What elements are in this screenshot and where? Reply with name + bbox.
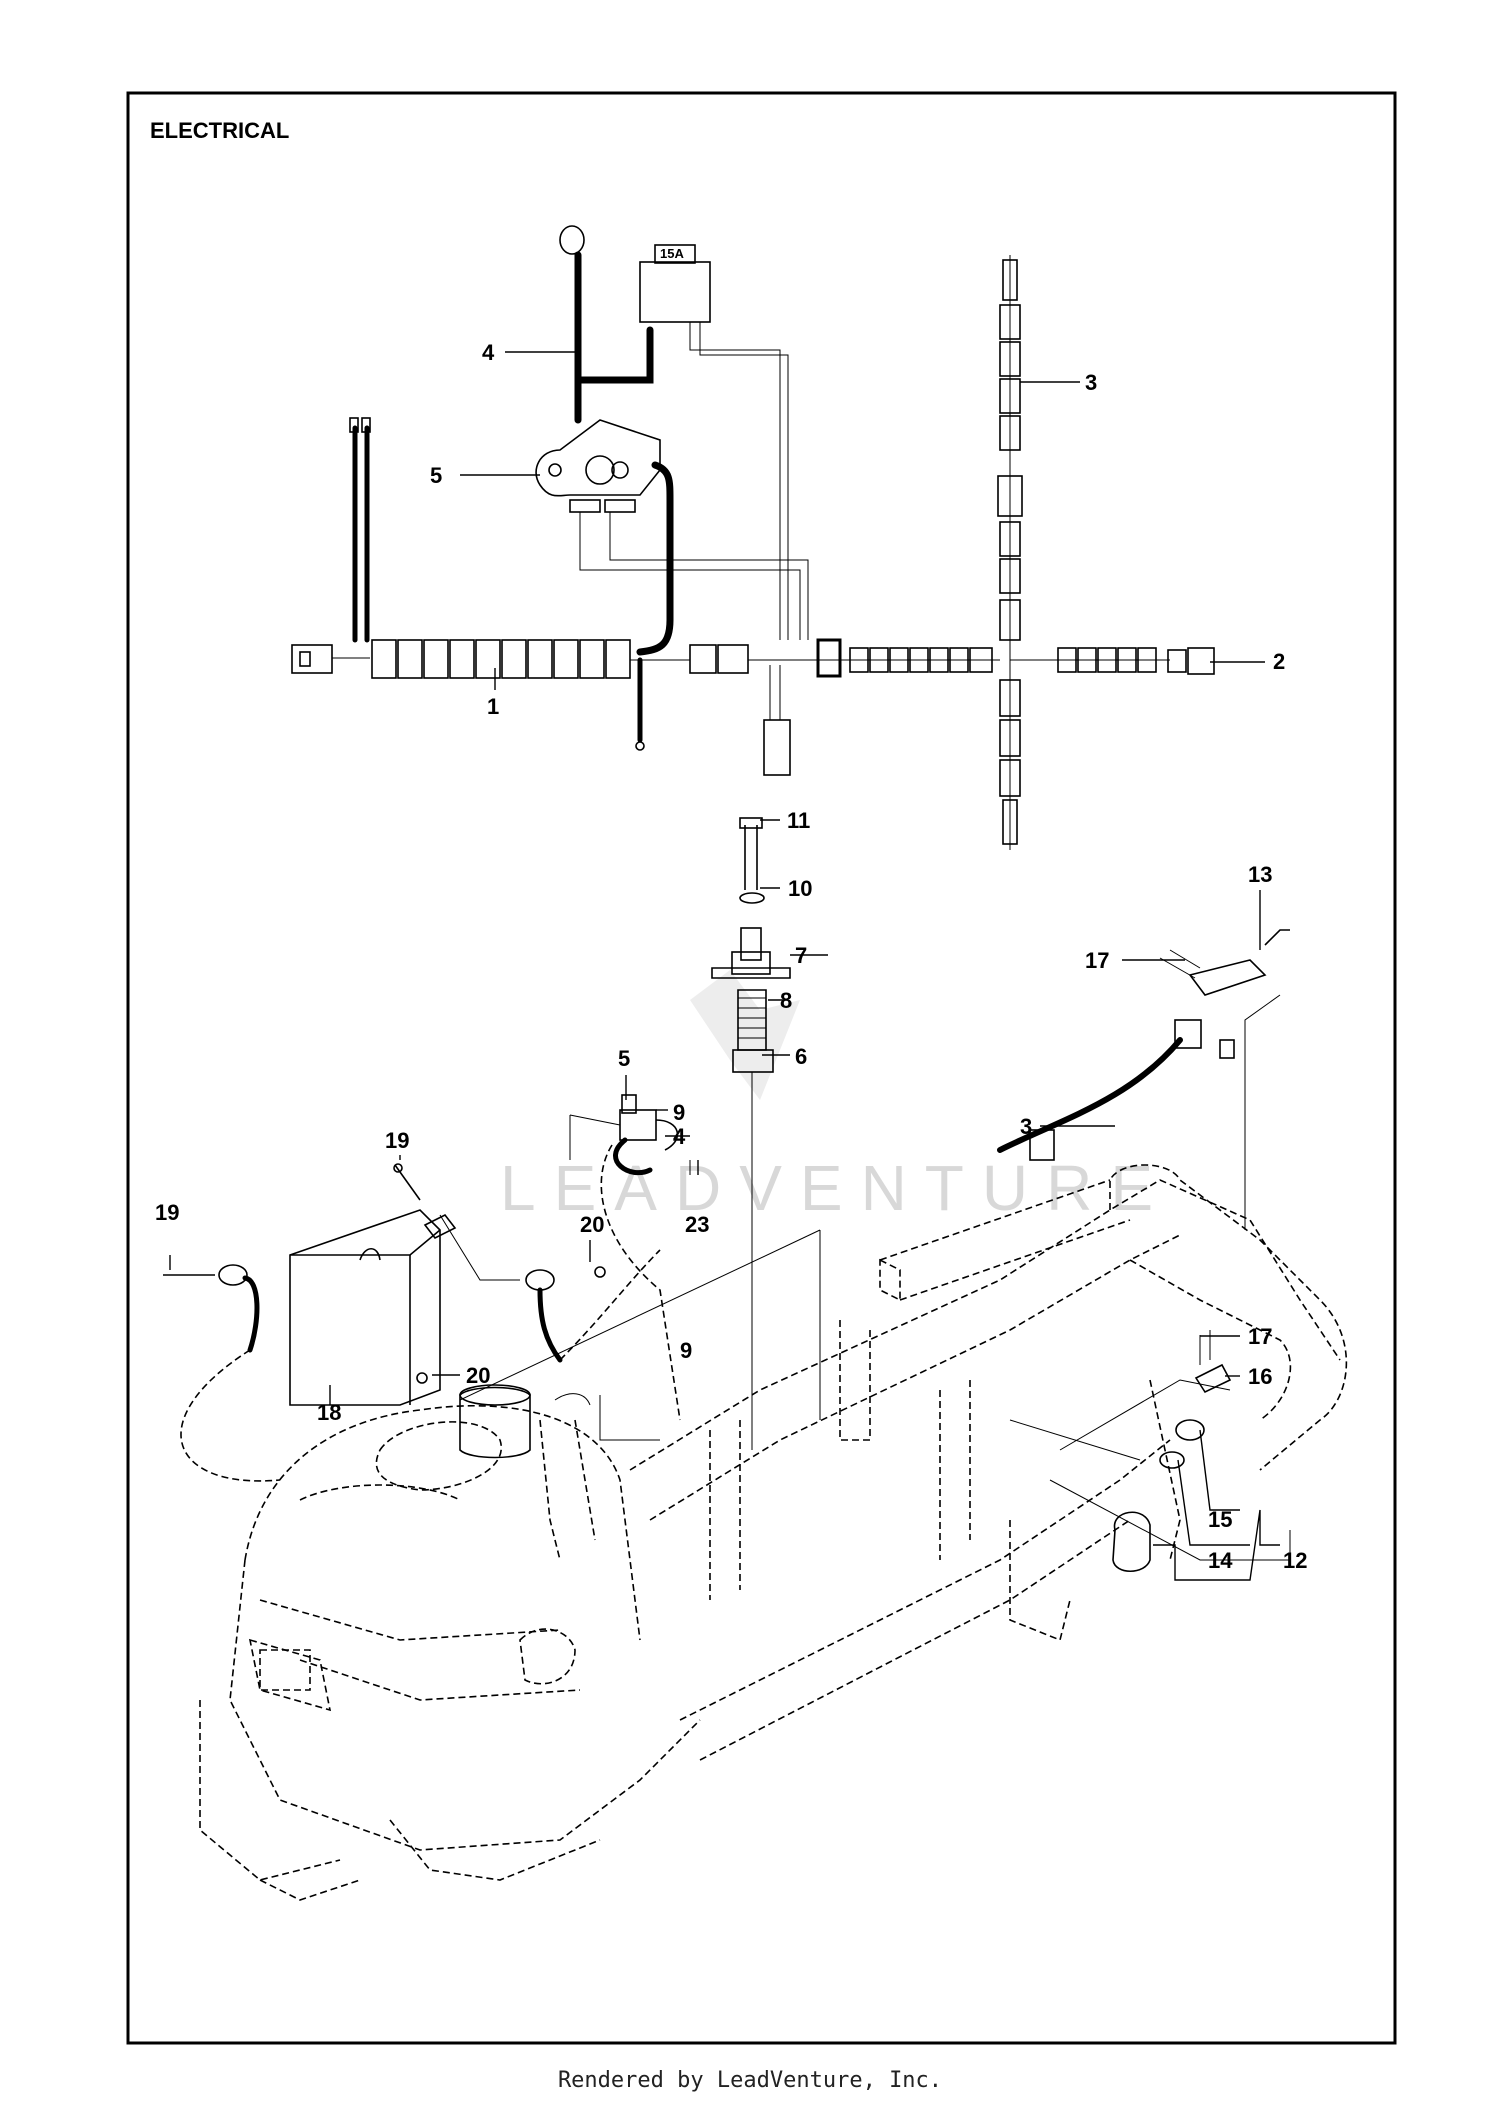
page-title: ELECTRICAL [150,118,289,143]
diagram-border [126,91,1397,2045]
callout-12: 12 [1283,1548,1307,1573]
callout-16: 16 [1248,1364,1272,1389]
solenoid-mount [569,1094,691,1421]
watermark-text: LEADVENTURE [500,1152,1171,1224]
callout-4-cable: 4 [482,340,495,365]
callout-20-lower: 20 [466,1363,490,1388]
callout-2: 2 [1273,649,1285,674]
callout-14: 14 [1208,1548,1233,1573]
callout-15: 15 [1208,1507,1232,1532]
callout-5-solenoid: 5 [430,463,442,488]
callout-18: 18 [317,1400,341,1425]
callout-23: 23 [685,1212,709,1237]
callout-9-lower: 9 [680,1338,692,1363]
callout-8: 8 [780,988,792,1013]
callout-19-left: 19 [155,1200,179,1225]
callout-13: 13 [1248,862,1272,887]
chassis-outline [199,1164,1348,1901]
callout-10: 10 [788,876,812,901]
callout-labels: 1 2 3 3 4 4 5 5 6 7 8 9 9 10 11 12 13 14… [155,340,1307,1573]
callout-3-switch-harness: 3 [1020,1114,1032,1139]
callout-7: 7 [795,943,807,968]
callout-1: 1 [487,694,499,719]
callout-5-frame: 5 [618,1046,630,1071]
callout-17-lower: 17 [1248,1324,1272,1349]
switch-stack [711,817,791,1450]
callout-20-upper: 20 [580,1212,604,1237]
callout-4-frame: 4 [673,1124,686,1149]
callout-19-upper: 19 [385,1128,409,1153]
callout-leaders [169,351,1280,1581]
wire-harness: 15A [291,225,1215,850]
switch-assemblies [997,929,1290,1573]
footer-credit: Rendered by LeadVenture, Inc. [557,2068,943,2093]
callout-11: 11 [787,808,810,833]
callout-17-upper: 17 [1085,948,1109,973]
callout-9-frame: 9 [673,1100,685,1125]
fuse-label: 15A [660,246,684,261]
callout-3-harness: 3 [1085,370,1097,395]
callout-6: 6 [795,1044,807,1069]
